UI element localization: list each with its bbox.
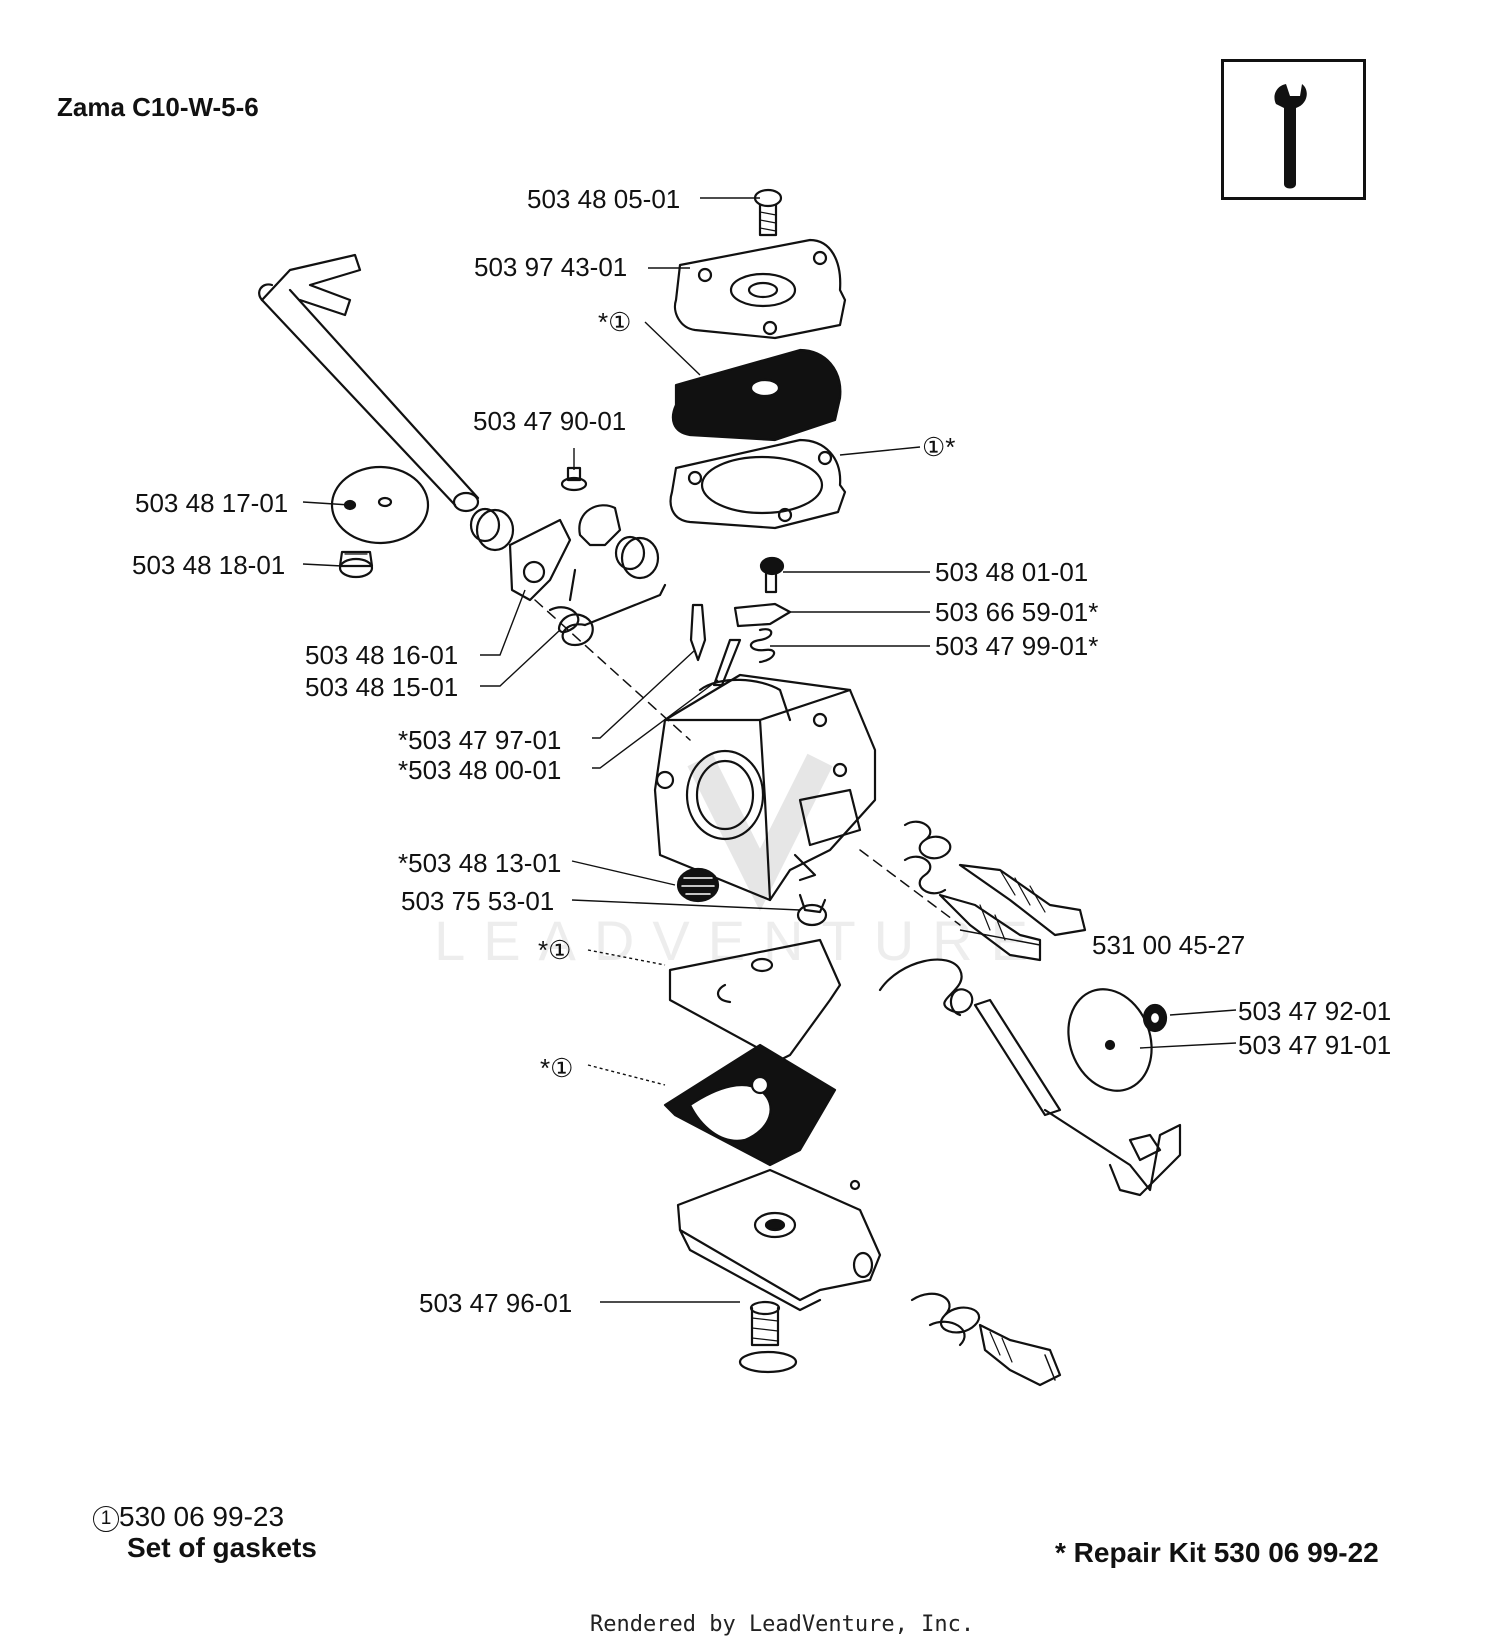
part-label-503-48-01-01: 503 48 01-01	[935, 557, 1089, 587]
wrench-icon	[1221, 59, 1366, 200]
part-label-503-47-99-01: 503 47 99-01*	[935, 631, 1099, 661]
part-label-503-75-53-01: 503 75 53-01	[401, 886, 555, 916]
part-label-503-47-91-01: 503 47 91-01	[1238, 1030, 1392, 1060]
part-label-503-48-15-01: 503 48 15-01	[305, 672, 459, 702]
gasket-set-part-number: 530 06 99-23	[119, 1501, 285, 1532]
inlet-needle	[689, 603, 707, 662]
throttle-screw	[338, 550, 374, 579]
throttle-lever	[508, 518, 572, 602]
gasket-set-label: Set of gaskets	[127, 1532, 317, 1563]
pump-gasket	[669, 438, 847, 530]
diagram-title: Zama C10-W-5-6	[57, 92, 259, 122]
part-label-531-00-45-27: 531 00 45-27	[1092, 930, 1246, 960]
gasket-ref-metering-gasket: *①	[540, 1053, 574, 1083]
part-label-503-48-05-01: 503 48 05-01	[527, 184, 681, 214]
metering-screw	[759, 556, 785, 594]
part-label-503-48-00-01: *503 48 00-01	[398, 755, 562, 785]
mixture-needle-upper	[903, 820, 1087, 937]
throttle-shaft	[258, 253, 480, 513]
choke-lever	[578, 504, 622, 547]
mixture-needle-lower	[938, 893, 1042, 962]
part-label-503-48-13-01: *503 48 13-01	[398, 848, 562, 878]
pump-cover	[673, 238, 847, 340]
part-label-503-48-17-01: 503 48 17-01	[135, 488, 289, 518]
part-label-503-47-92-01: 503 47 92-01	[1238, 996, 1392, 1026]
throttle-plate	[330, 465, 430, 545]
choke-screw	[1142, 1003, 1168, 1033]
part-label-503-48-18-01: 503 48 18-01	[132, 550, 286, 580]
metering-cover	[676, 1168, 882, 1312]
part-label-503-48-16-01: 503 48 16-01	[305, 640, 459, 670]
footer-credit: Rendered by LeadVenture, Inc.	[590, 1612, 975, 1637]
metering-diaphragm	[668, 938, 842, 1062]
part-label-503-97-43-01: 503 97 43-01	[474, 252, 628, 282]
body-screw	[796, 893, 828, 927]
fuel-filter	[676, 867, 720, 903]
metering-cover-screw	[738, 1300, 798, 1374]
part-label-503-66-59-01: 503 66 59-01*	[935, 597, 1099, 627]
metering-spring	[749, 628, 776, 664]
metering-lever	[733, 602, 792, 628]
part-label-503-47-90-01: 503 47 90-01	[473, 406, 627, 436]
part-label-503-47-97-01: *503 47 97-01	[398, 725, 562, 755]
leader-lines	[302, 197, 1237, 1303]
screw-upper	[560, 466, 588, 492]
choke-shaft	[973, 998, 1182, 1197]
cover-screw	[753, 188, 783, 237]
gasket-symbol: 1	[93, 1506, 119, 1532]
bushing-left	[475, 508, 515, 552]
idle-speed-screw	[910, 1292, 1062, 1387]
metering-gasket	[663, 1043, 837, 1167]
part-label-503-47-96-01: 503 47 96-01	[419, 1288, 573, 1318]
return-spring	[548, 568, 667, 647]
gasket-ref-pump-gasket: ①*	[922, 432, 956, 462]
carburetor-body	[653, 673, 877, 902]
choke-spring	[878, 958, 974, 1017]
gasket-ref-metering-diaphragm: *①	[538, 935, 572, 965]
repair-kit-note: * Repair Kit 530 06 99-22	[1055, 1537, 1379, 1568]
gasket-ref-pump-diaphragm: *①	[598, 307, 632, 337]
bushing-right	[620, 536, 660, 580]
